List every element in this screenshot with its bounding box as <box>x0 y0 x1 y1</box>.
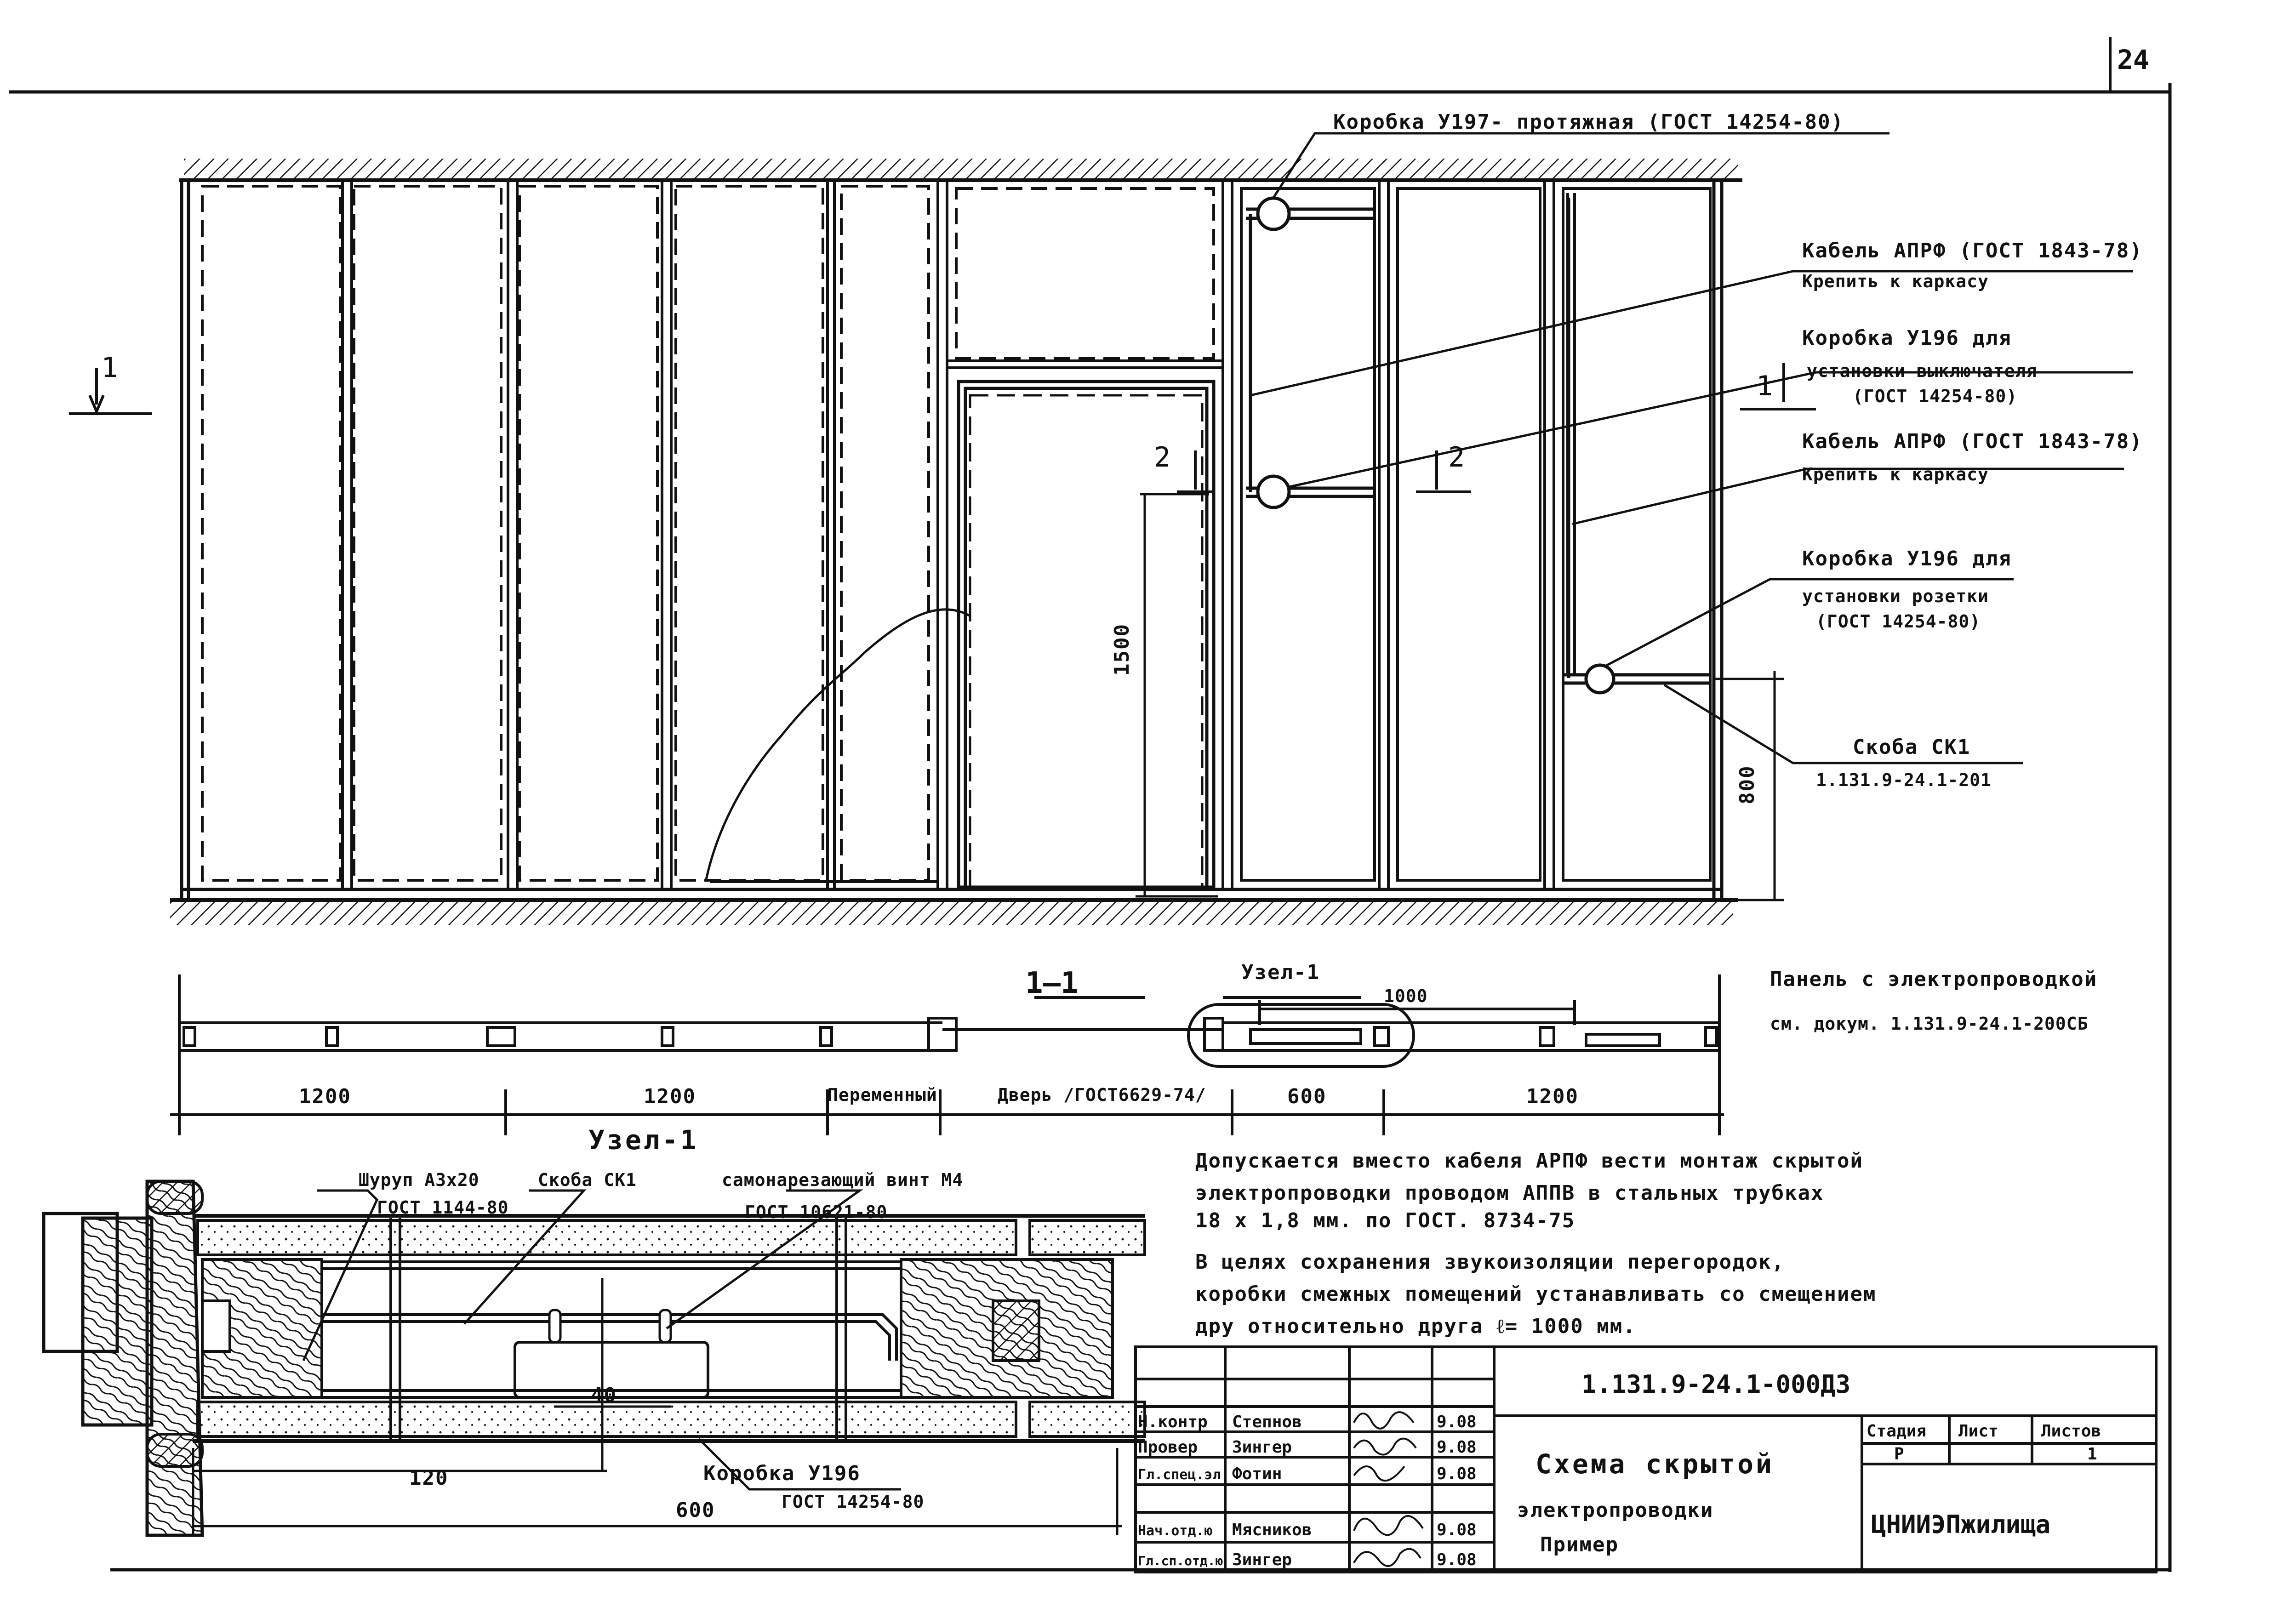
panel-note-line1: Панель с электропроводкой <box>1770 968 2097 991</box>
organization: ЦНИИЭПжилища <box>1871 1510 2050 1539</box>
break-line <box>704 608 971 882</box>
callout-switch-box-c: (ГОСТ 14254-80) <box>1853 386 2017 406</box>
name-3: Мясников <box>1232 1521 1312 1539</box>
sheets-value: 1 <box>2087 1445 2097 1464</box>
note-line-5: коробки смежных помещений устанавливать … <box>1195 1282 1877 1306</box>
dim-800: 800 <box>1735 765 1759 804</box>
dim-600: 600 <box>1287 1085 1326 1108</box>
name-2: Фотин <box>1232 1464 1282 1483</box>
box-gost: ГОСТ 14254-80 <box>782 1492 924 1512</box>
self-tap-label: самонарезающий винт М4 <box>722 1170 963 1190</box>
dim-40: 40 <box>591 1384 617 1407</box>
cable-routing <box>1246 198 1710 685</box>
door <box>957 380 1216 891</box>
callout-bracket-b: 1.131.9-24.1-201 <box>1816 770 1992 790</box>
callout-switch-box-b: установки выключателя <box>1807 361 2037 381</box>
dim-door: Дверь /ГОСТ6629-74/ <box>998 1085 1206 1105</box>
callout-socket-box-a: Коробка У196 для <box>1802 547 2012 570</box>
date-0: 9.08 <box>1437 1413 1477 1431</box>
role-0: Н.контр <box>1138 1413 1208 1431</box>
title-line-1: Схема скрытой <box>1536 1448 1774 1480</box>
name-1: Зингер <box>1232 1438 1292 1457</box>
name-0: Степнов <box>1232 1413 1302 1431</box>
doc-code: 1.131.9-24.1-000Д3 <box>1581 1370 1850 1399</box>
role-4: Гл.сп.отд.ю <box>1138 1553 1223 1568</box>
callout-cable-2b: Крепить к каркасу <box>1802 464 1989 484</box>
sheet-number: 24 <box>2117 44 2149 75</box>
callout-socket-box-b: установки розетки <box>1802 586 1989 606</box>
node-1-detail <box>42 1180 1146 1537</box>
date-4: 9.08 <box>1437 1550 1477 1569</box>
callout-switch-box-a: Коробка У196 для <box>1802 326 2012 350</box>
dim-1200-b: 1200 <box>644 1085 696 1108</box>
panel-note-line2: см. докум. 1.131.9-24.1-200СБ <box>1770 1014 2088 1034</box>
sheet-frame <box>9 37 2172 1572</box>
name-4: Зингер <box>1232 1550 1292 1569</box>
signatures <box>1353 1411 1424 1567</box>
bracket-label: Скоба СК1 <box>538 1170 637 1190</box>
dim-1500: 1500 <box>1110 623 1134 676</box>
note-line-2: электропроводки проводом АППВ в стальных… <box>1195 1181 1824 1205</box>
note-line-1: Допускается вместо кабеля АРПФ вести мон… <box>1195 1149 1863 1173</box>
node-title: Узел-1 <box>588 1124 699 1156</box>
stage-header: Стадия <box>1867 1422 1926 1441</box>
section-mark-1-left: 1 <box>101 352 118 384</box>
box-label: Коробка У196 <box>703 1462 861 1485</box>
sheets-header: Листов <box>2041 1422 2101 1441</box>
section-1-1: 1—1 Узел-1 1000 1200 1200 Переменный Две… <box>170 961 1724 1135</box>
role-2: Гл.спец.эл <box>1138 1467 1221 1483</box>
title-block-text: 1.131.9-24.1-000Д3 Схема скрытой электро… <box>1138 1370 2101 1569</box>
screw-label: Шуруп А3х20 <box>359 1170 479 1190</box>
floor-hatch <box>170 902 1733 925</box>
title-line-2: электропроводки <box>1517 1499 1713 1522</box>
junction-box-u197 <box>1256 196 1291 231</box>
date-1: 9.08 <box>1437 1438 1477 1457</box>
title-block <box>1134 1345 2158 1573</box>
dim-variable: Переменный <box>828 1085 937 1105</box>
screw-gost: ГОСТ 1144-80 <box>377 1197 509 1218</box>
node-1-labels: Узел-1 Шуруп А3х20 ГОСТ 1144-80 Скоба СК… <box>359 1124 963 1522</box>
callout-cable-1b: Крепить к каркасу <box>1802 271 1989 291</box>
section-mark-1-right: 1 <box>1756 370 1773 402</box>
callout-bracket-a: Скоба СК1 <box>1853 735 1970 759</box>
dim-600: 600 <box>676 1499 715 1522</box>
callout-cable-2a: Кабель АПРФ (ГОСТ 1843-78) <box>1802 430 2143 453</box>
section-mark-2-left: 2 <box>1154 441 1170 473</box>
callout-socket-box-c: (ГОСТ 14254-80) <box>1816 611 1981 632</box>
sheet-header: Лист <box>1958 1422 1998 1441</box>
elevation-labels: Коробка У197- протяжная (ГОСТ 14254-80) … <box>101 110 2143 804</box>
ceiling-hatch <box>184 159 1738 179</box>
self-tap-gost: ГОСТ 10621-80 <box>745 1202 887 1222</box>
role-1: Провер <box>1138 1438 1198 1457</box>
section-mark-2-right: 2 <box>1448 441 1465 473</box>
node-1-ellipse <box>1187 1003 1415 1068</box>
elevation-view <box>69 132 2133 925</box>
dim-1000: 1000 <box>1384 986 1428 1006</box>
switch-box-u196 <box>1256 474 1291 509</box>
note-line-6: дру относительно друга ℓ= 1000 мм. <box>1195 1315 1636 1338</box>
node-label: Узел-1 <box>1241 961 1320 984</box>
title-line-3: Пример <box>1540 1533 1619 1556</box>
note-line-4: В целях сохранения звукоизоляции перегор… <box>1195 1250 1785 1274</box>
date-2: 9.08 <box>1437 1464 1477 1483</box>
note-line-3: 18 х 1,8 мм. по ГОСТ. 8734-75 <box>1195 1209 1575 1232</box>
section-title: 1—1 <box>1025 966 1079 1000</box>
date-3: 9.08 <box>1437 1521 1477 1539</box>
role-3: Нач.отд.ю <box>1138 1523 1213 1539</box>
stage-value: Р <box>1894 1445 1904 1464</box>
dim-120: 120 <box>409 1466 448 1490</box>
dim-1200-c: 1200 <box>1526 1085 1579 1108</box>
callout-pull-box: Коробка У197- протяжная (ГОСТ 14254-80) <box>1333 110 1844 134</box>
dim-1200-a: 1200 <box>299 1085 351 1108</box>
callout-cable-1a: Кабель АПРФ (ГОСТ 1843-78) <box>1802 239 2143 262</box>
general-notes: Допускается вместо кабеля АРПФ вести мон… <box>1195 1149 1877 1338</box>
socket-box-u196 <box>1584 663 1615 695</box>
